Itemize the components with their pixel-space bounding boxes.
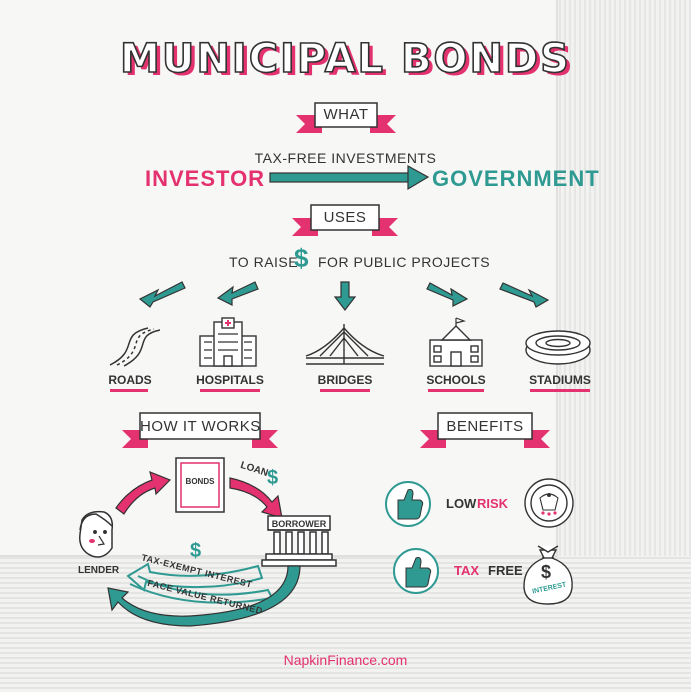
- page-title: MUNICIPAL BONDS: [119, 35, 571, 83]
- project-label-bridges: BRIDGES: [317, 373, 373, 387]
- return-arrows: [107, 562, 301, 627]
- lender-to-bonds-arrow: [115, 471, 172, 515]
- dollar-sign-icon: $: [294, 243, 309, 273]
- benefit-free-label: FREE: [488, 563, 523, 578]
- school-icon: [429, 317, 483, 367]
- benefit-low-label: LOW: [446, 496, 477, 511]
- footer-website: NapkinFinance.com: [283, 652, 408, 668]
- project-label-hospitals: HOSPITALS: [196, 373, 264, 387]
- underline: [110, 389, 148, 392]
- uses-description-before: TO RAISE: [229, 254, 299, 270]
- napkin-fold-vertical: [556, 0, 558, 556]
- ribbon-uses: [292, 204, 398, 236]
- thumbs-up-icon: [385, 481, 431, 527]
- ribbon-label-how-it-works: HOW IT WORKS: [140, 418, 261, 435]
- road-icon: [109, 327, 161, 367]
- napkin-emboss-bottom: [0, 556, 691, 692]
- investor-label: INVESTOR: [145, 166, 266, 191]
- underline: [530, 389, 590, 392]
- borrower-building-icon: [261, 515, 337, 567]
- ribbon-label-benefits: BENEFITS: [446, 418, 524, 435]
- underline: [428, 389, 484, 392]
- government-label: GOVERNMENT: [432, 166, 600, 191]
- bonds-document-icon: [175, 457, 225, 513]
- project-arrows: [138, 281, 550, 311]
- interest-dollar-icon: $: [190, 540, 202, 562]
- what-description: TAX-FREE INVESTMENTS: [254, 150, 437, 166]
- underline: [320, 389, 370, 392]
- borrower-label: BORROWER: [271, 519, 327, 529]
- thumbs-up-icon: [393, 548, 439, 594]
- ribbon-what: [296, 102, 396, 133]
- hospital-icon: [199, 317, 257, 367]
- project-label-schools: SCHOOLS: [426, 373, 486, 387]
- stadium-icon: [525, 330, 591, 365]
- money-bag-icon: [523, 545, 573, 605]
- bonds-label: BONDS: [185, 477, 215, 486]
- lender-label: LENDER: [78, 565, 120, 576]
- lender-icon: [79, 510, 114, 558]
- ribbon-label-uses: USES: [323, 209, 367, 226]
- money-bag-dollar-icon: $: [541, 562, 552, 582]
- benefit-risk-label: RISK: [477, 496, 509, 511]
- government-seal-icon: [524, 478, 574, 528]
- bonds-to-borrower-arrow: [229, 477, 283, 519]
- benefit-tax-label: TAX: [454, 563, 480, 578]
- bridge-icon: [305, 324, 385, 365]
- ribbon-label-what: WHAT: [323, 106, 369, 123]
- uses-description-after: FOR PUBLIC PROJECTS: [318, 254, 491, 270]
- loan-dollar-icon: $: [267, 467, 279, 489]
- project-label-stadiums: STADIUMS: [529, 373, 591, 387]
- ribbon-benefits: [420, 412, 550, 448]
- underline: [200, 389, 260, 392]
- project-label-roads: ROADS: [108, 373, 152, 387]
- ribbon-how-it-works: [122, 412, 278, 448]
- investor-government-arrow: [269, 164, 430, 191]
